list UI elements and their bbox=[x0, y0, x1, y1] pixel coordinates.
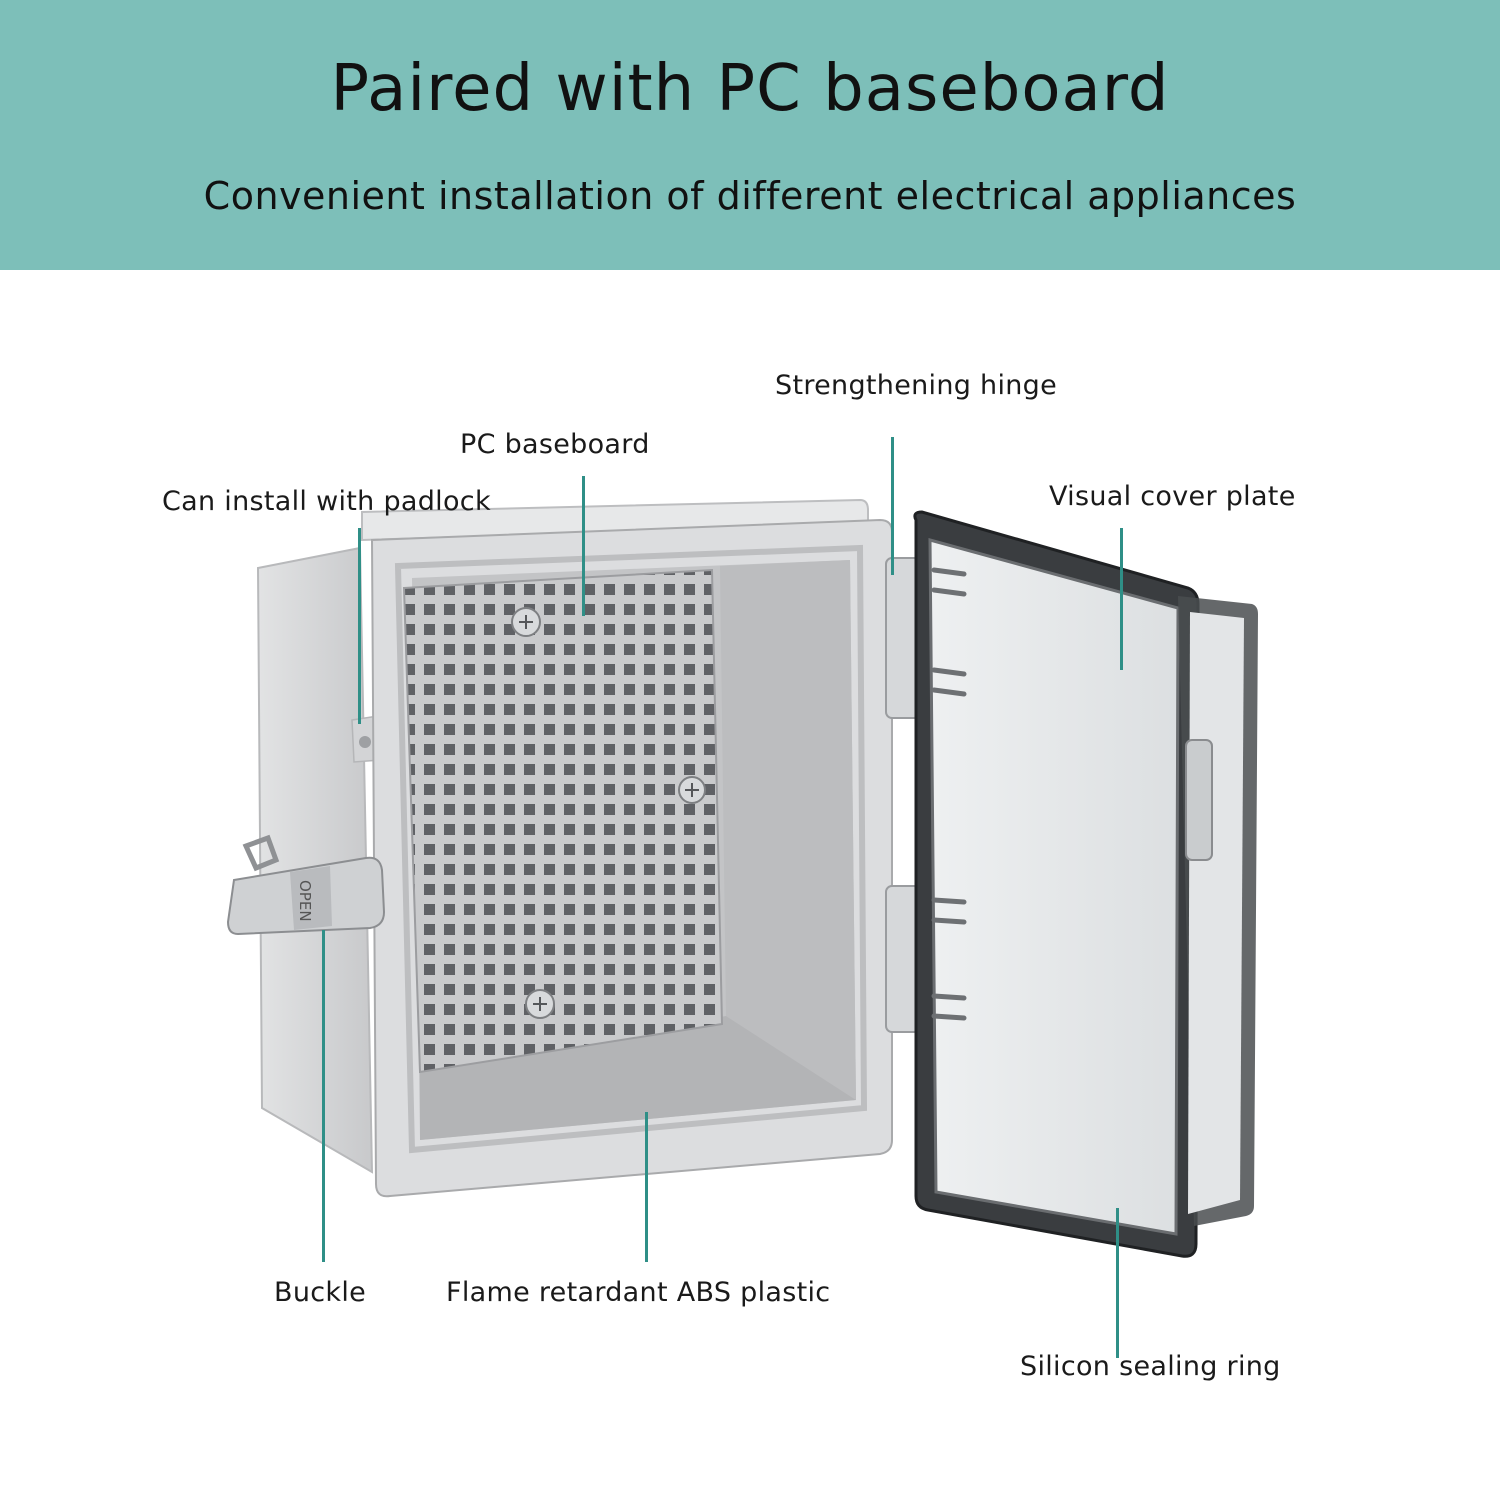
leader-line-cover-plate bbox=[1120, 528, 1123, 670]
latch-text: OPEN bbox=[296, 880, 314, 922]
label-visual-cover-plate: Visual cover plate bbox=[1049, 481, 1296, 512]
leader-line-pc-baseboard bbox=[582, 476, 585, 616]
hinge-icon bbox=[885, 557, 921, 1033]
label-abs-plastic: Flame retardant ABS plastic bbox=[446, 1277, 831, 1308]
screw-icon bbox=[511, 607, 706, 1019]
buckle-latch-icon bbox=[226, 834, 386, 936]
header-banner: Paired with PC baseboard Convenient inst… bbox=[0, 0, 1500, 270]
page-title: Paired with PC baseboard bbox=[330, 52, 1170, 126]
label-buckle: Buckle bbox=[274, 1277, 367, 1308]
page-subtitle: Convenient installation of different ele… bbox=[203, 174, 1297, 218]
leader-line-hinge bbox=[891, 437, 894, 575]
label-strengthening-hinge: Strengthening hinge bbox=[775, 370, 1058, 401]
leader-line-abs-plastic bbox=[645, 1112, 648, 1262]
leader-line-buckle bbox=[322, 930, 325, 1262]
leader-line-padlock bbox=[358, 528, 361, 724]
leader-line-sealing-ring bbox=[1116, 1208, 1119, 1358]
label-pc-baseboard: PC baseboard bbox=[460, 429, 650, 460]
label-padlock: Can install with padlock bbox=[162, 486, 491, 517]
label-sealing-ring: Silicon sealing ring bbox=[1020, 1351, 1281, 1382]
